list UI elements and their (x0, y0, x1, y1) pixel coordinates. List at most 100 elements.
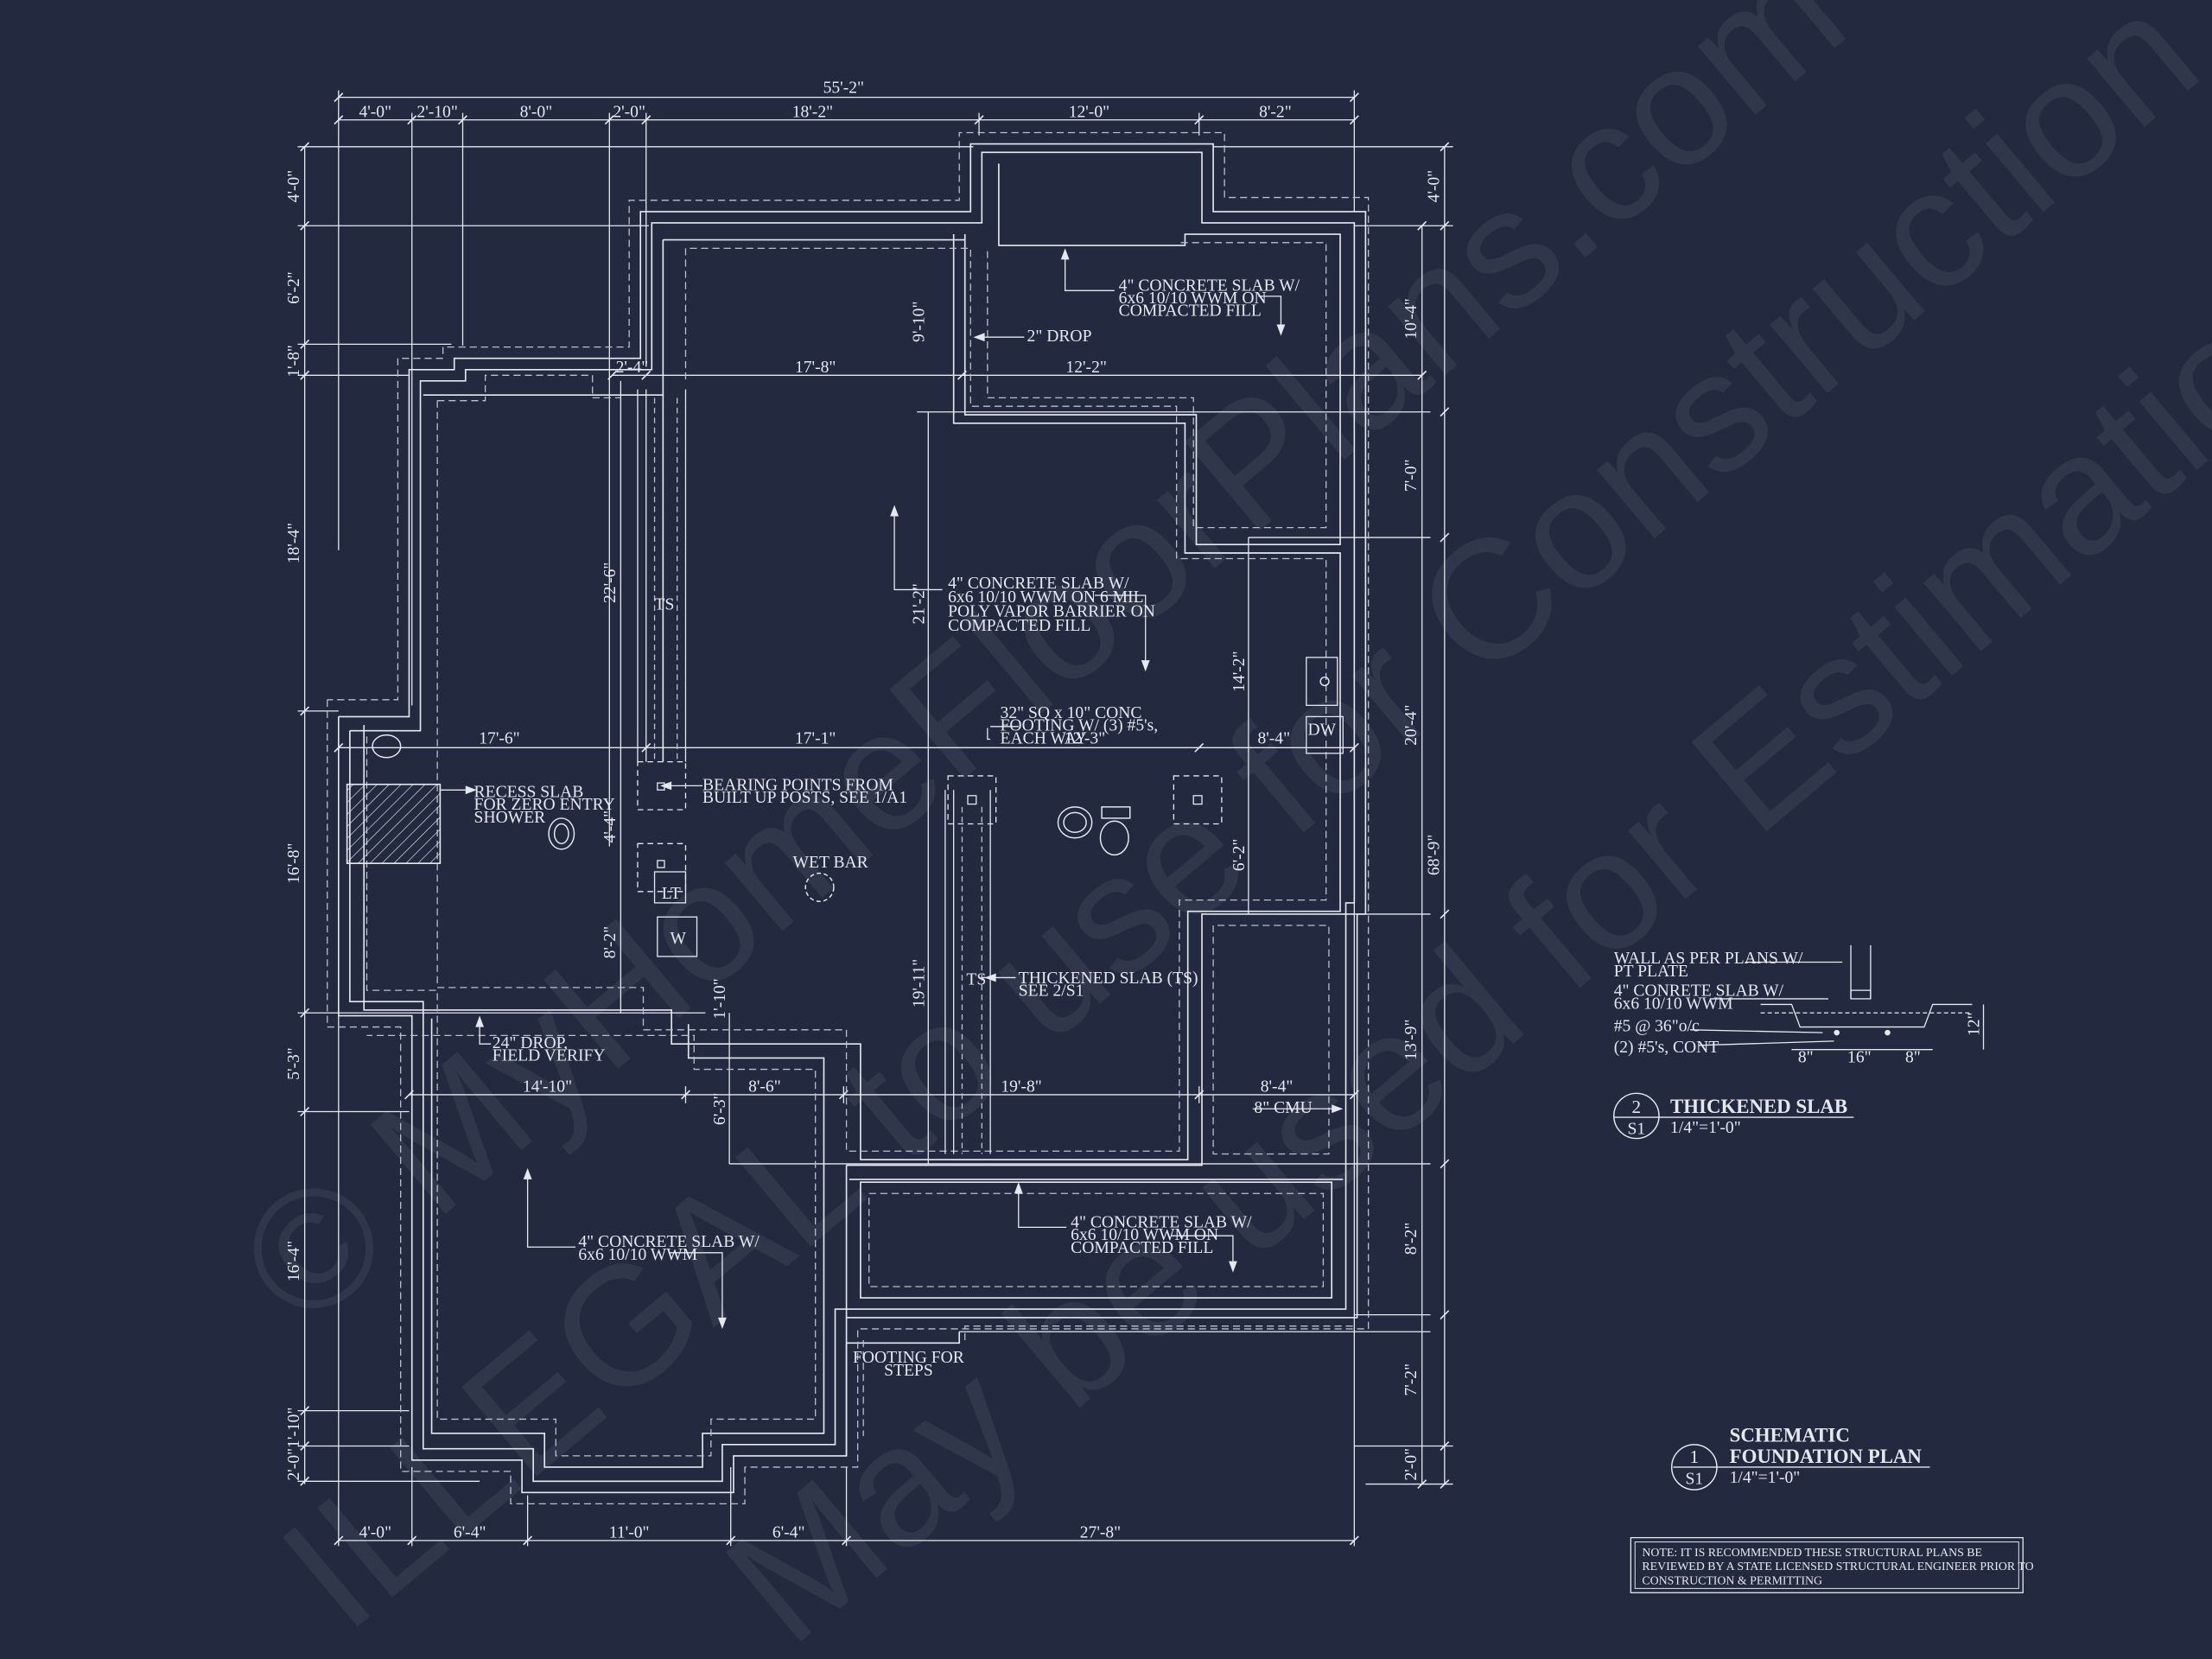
dim-21-2: 21'-2" (910, 583, 928, 624)
dim-right-6: 8'-2" (1402, 1223, 1421, 1255)
recess-slab-hatch (346, 783, 442, 864)
detail-number: 2 (1632, 1096, 1642, 1117)
note-footing-3: EACH WAY (1001, 729, 1088, 747)
plan-scale: 1/4"=1'-0" (1730, 1469, 1801, 1487)
dim-top-6: 12'-0" (1069, 104, 1109, 122)
dim-right-4: 20'-4" (1402, 704, 1421, 745)
note-slab-main-1: 4" CONCRETE SLAB W/ (948, 575, 1129, 593)
note-slab-main-2: 6x6 10/10 WWM ON 6 MIL (948, 588, 1143, 607)
dim-left-6: 5'-3" (285, 1047, 303, 1080)
detail-scale: 1/4"=1'-0" (1670, 1119, 1741, 1137)
note-ts-upper: TS (655, 595, 675, 613)
detail-label-6: (2) #5's, CONT (1614, 1039, 1719, 1057)
note-recess-3: SHOWER (474, 809, 547, 827)
dim-bottom-3: 11'-0" (609, 1524, 650, 1542)
note-w: W (671, 930, 687, 948)
plan-number: 1 (1690, 1446, 1700, 1467)
dim-8-4-lower: 8'-4" (1261, 1078, 1294, 1096)
note-thickened-1: THICKENED SLAB (TS) (1019, 969, 1198, 988)
dimension-labels: 55'-2" 4'-0" 2'-10" 8'-0" 2'-0" 18'-2" 1… (285, 79, 1443, 1542)
dim-2-4: 2'-4" (616, 359, 649, 377)
footing-dashed-lines (327, 131, 1370, 1505)
dim-9-10: 9'-10" (910, 302, 928, 342)
dimension-lines (297, 90, 1453, 1547)
note-slab-sw-1: 4" CONCRETE SLAB W/ (578, 1233, 760, 1251)
disclaimer-line-1: NOTE: IT IS RECOMMENDED THESE STRUCTURAL… (1642, 1547, 1982, 1560)
note-slab-ne-2: 6x6 10/10 WWM ON (1119, 289, 1267, 308)
thickened-slab-strips (637, 389, 991, 1154)
foundation-walls (338, 143, 1367, 1494)
detail-title: THICKENED SLAB (1670, 1096, 1847, 1117)
note-bearing-2: BUILT UP POSTS, SEE 1/A1 (702, 789, 907, 807)
disclaimer-line-3: CONSTRUCTION & PERMITTING (1642, 1574, 1822, 1587)
dim-left-9: 2'-0" (285, 1448, 303, 1481)
detail-label-3: 4" CONRETE SLAB W/ (1614, 982, 1784, 1001)
dim-14-2: 14'-2" (1230, 651, 1249, 691)
note-drop-24-2: FIELD VERIFY (493, 1047, 606, 1065)
dim-6-2: 6'-2" (1230, 839, 1249, 872)
thickened-slab-dashed (653, 397, 982, 1154)
dim-17-6: 17'-6" (479, 729, 519, 747)
dim-1-10: 1'-10" (711, 978, 729, 1019)
dim-14-10: 14'-10" (523, 1078, 572, 1096)
dim-top-7: 8'-2" (1259, 104, 1292, 122)
dim-top-2: 2'-10" (416, 104, 457, 122)
note-steps-2: STEPS (884, 1362, 933, 1380)
dim-top-4: 2'-0" (613, 104, 645, 122)
dim-8-6: 8'-6" (748, 1078, 781, 1096)
disclaimer-box: NOTE: IT IS RECOMMENDED THESE STRUCTURAL… (1630, 1536, 2034, 1593)
dim-right-3: 7'-0" (1402, 459, 1421, 492)
dim-left-2: 6'-2" (285, 271, 303, 304)
dim-bottom-5: 27'-8" (1080, 1524, 1121, 1542)
note-slab-se-3: COMPACTED FILL (1071, 1239, 1213, 1257)
note-wet-bar: WET BAR (793, 854, 869, 872)
detail-callout-circle (1613, 1092, 1660, 1140)
note-slab-sw-2: 6x6 10/10 WWM (578, 1246, 697, 1264)
dim-left-7: 16'-4" (285, 1241, 303, 1281)
dim-left-1: 4'-0" (285, 170, 303, 203)
dim-left-3: 1'-8" (285, 345, 303, 378)
note-recess-1: RECESS SLAB (474, 783, 584, 801)
dim-19-11: 19'-11" (910, 959, 928, 1007)
detail-label-5: #5 @ 36"o/c (1614, 1017, 1700, 1035)
dim-right-1: 4'-0" (1425, 170, 1443, 203)
dim-22-6: 22'-6" (601, 563, 620, 603)
detail-sheet: S1 (1628, 1121, 1646, 1139)
dim-left-4: 18'-4" (285, 523, 303, 563)
note-2-drop: 2" DROP (1027, 327, 1092, 346)
note-slab-ne-1: 4" CONCRETE SLAB W/ (1119, 276, 1300, 295)
arrowheads (465, 248, 1344, 1329)
dim-8-2: 8'-2" (601, 926, 620, 959)
dim-left-5: 16'-8" (285, 842, 303, 883)
plan-notes: 4" CONCRETE SLAB W/ 6x6 10/10 WWM ON COM… (474, 276, 1337, 1380)
detail-dim-3: 8" (1905, 1048, 1921, 1066)
dim-bottom-1: 4'-0" (359, 1524, 391, 1542)
dimension-ticks (300, 92, 1450, 1546)
dim-right-8: 2'-0" (1402, 1448, 1421, 1481)
note-lt: LT (662, 885, 681, 903)
dim-top-5: 18'-2" (792, 104, 833, 122)
note-slab-main-3: POLY VAPOR BARRIER ON (948, 602, 1155, 620)
dim-17-1: 17'-1" (795, 729, 836, 747)
note-bearing-1: BEARING POINTS FROM (702, 776, 893, 794)
note-footing-1: 32" SQ x 10" CONC (1001, 704, 1142, 722)
note-slab-se-2: 6x6 10/10 WWM ON (1071, 1226, 1218, 1244)
note-footing-2: FOOTING W/ (3) #5's, (1001, 717, 1159, 735)
note-slab-se-1: 4" CONCRETE SLAB W/ (1071, 1213, 1252, 1231)
dim-right-overall: 68'-9" (1425, 835, 1443, 875)
plan-sheet: S1 (1685, 1471, 1703, 1489)
dim-6-3: 6'-3" (711, 1092, 729, 1125)
thickened-slab-detail: WALL AS PER PLANS W/ PT PLATE 4" CONRETE… (1613, 944, 1985, 1140)
dim-overall-top: 55'-2" (823, 79, 864, 98)
plumbing-fixtures (372, 676, 1330, 902)
note-steps-1: FOOTING FOR (853, 1349, 965, 1367)
disclaimer-line-2: REVIEWED BY A STATE LICENSED STRUCTURAL … (1642, 1560, 2033, 1573)
dim-4-4: 4'-4" (601, 810, 620, 843)
dim-bottom-4: 6'-4" (772, 1524, 805, 1542)
dim-right-7: 7'-2" (1402, 1363, 1421, 1396)
detail-dim-4: 12" (1966, 1013, 1984, 1037)
note-slab-ne-3: COMPACTED FILL (1119, 302, 1262, 321)
dim-bottom-2: 6'-4" (454, 1524, 486, 1542)
dim-top-1: 4'-0" (359, 104, 391, 122)
dim-top-3: 8'-0" (520, 104, 553, 122)
